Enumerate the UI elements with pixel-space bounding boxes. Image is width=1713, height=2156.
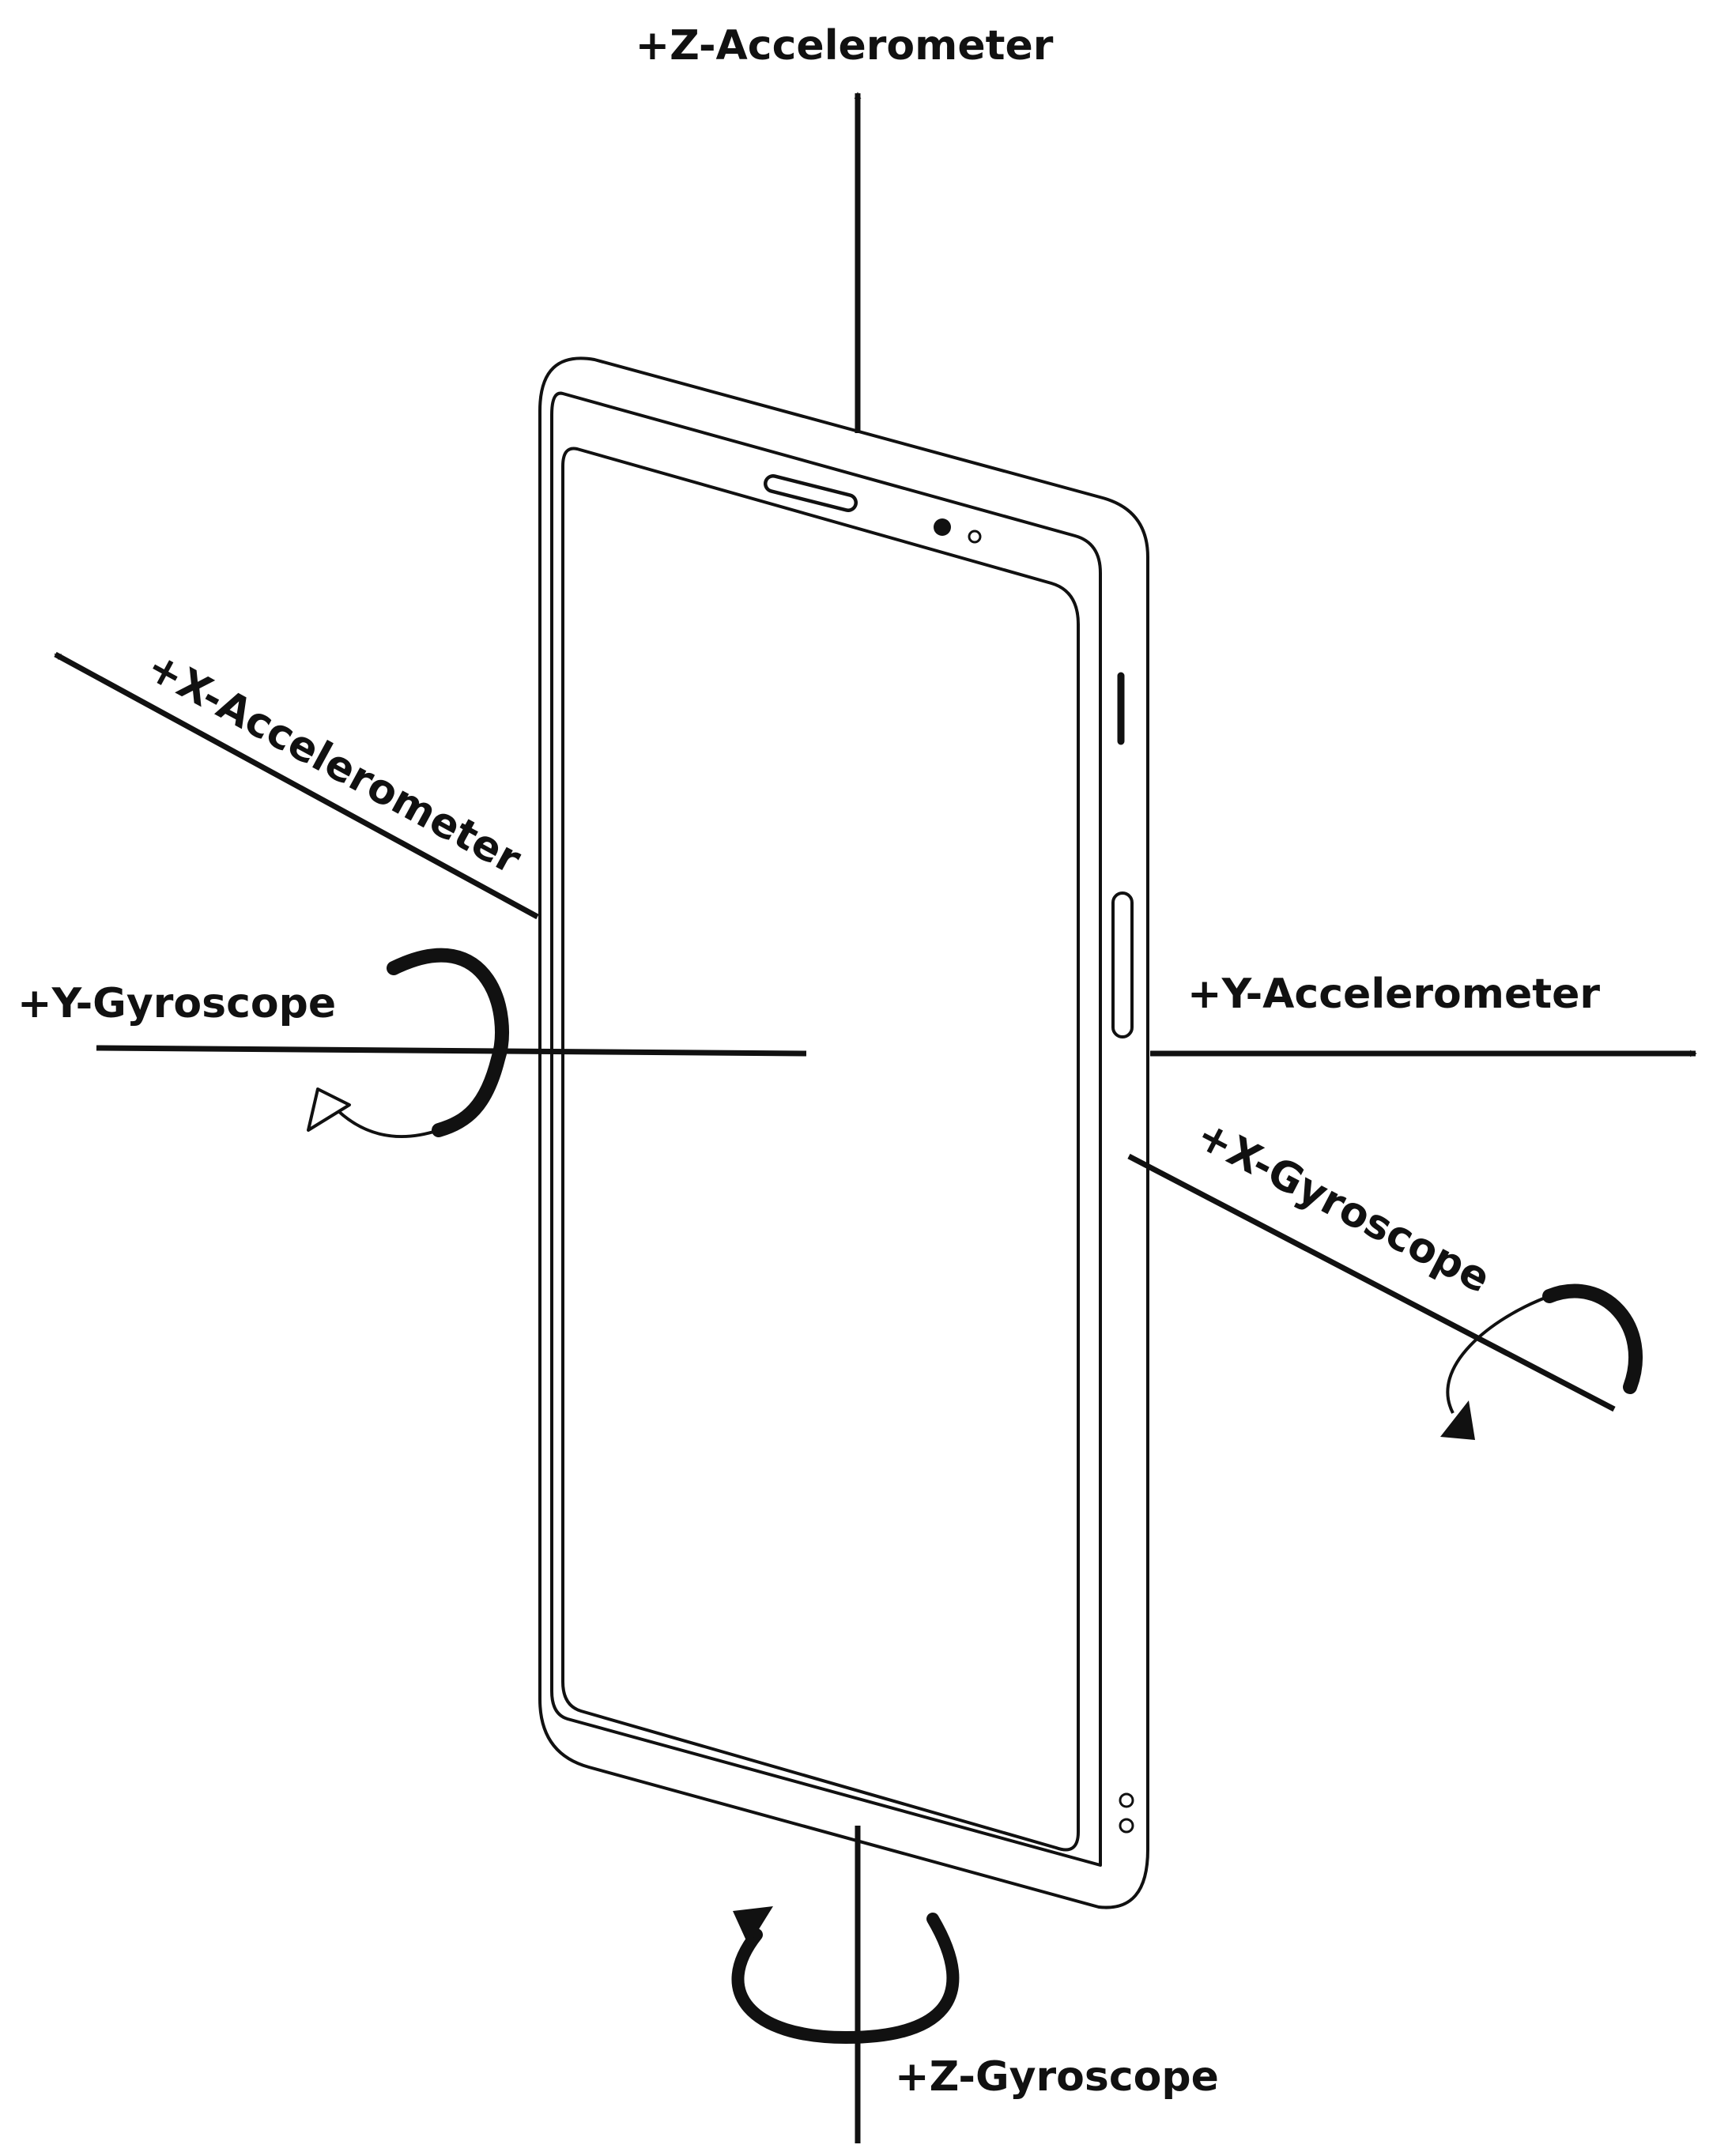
phone-body-outline — [538, 356, 1149, 1909]
bottom-port-lower — [1119, 1818, 1134, 1834]
z-gyro-arrowhead — [733, 1906, 773, 1946]
bottom-port-upper — [1119, 1792, 1134, 1808]
x-gyro-axis-line — [1127, 1153, 1616, 1412]
z-gyroscope-axis — [731, 1826, 960, 2143]
x-accelerometer-axis — [54, 651, 539, 920]
phone-screen — [561, 447, 1080, 1852]
z-accelerometer-label: +Z-Accelerometer — [636, 22, 1054, 70]
volume-button — [1111, 891, 1134, 1038]
z-gyro-rotation-arrow — [731, 1913, 960, 2045]
x-gyro-rotation-thin — [1446, 1295, 1550, 1414]
y-accelerometer-label: +Y-Accelerometer — [1187, 971, 1600, 1018]
smartphone — [538, 356, 1149, 1909]
x-gyro-arrowhead — [1440, 1400, 1475, 1440]
front-camera — [934, 518, 951, 536]
speaker-grille — [764, 474, 858, 512]
x-gyroscope-axis — [1127, 1153, 1643, 1440]
y-axis-left-line — [96, 1045, 807, 1057]
y-gyroscope-label: +Y-Gyroscope — [17, 980, 336, 1027]
x-gyro-rotation-band — [1542, 1283, 1643, 1394]
y-gyro-rotation-band — [387, 948, 509, 1137]
z-gyroscope-label: +Z-Gyroscope — [895, 2053, 1219, 2101]
phone-inner-frame — [550, 391, 1102, 1867]
x-accel-arrow — [54, 651, 539, 920]
x-accelerometer-label: +X-Accelerometer — [139, 643, 529, 884]
y-gyroscope-axis — [96, 948, 807, 1139]
x-gyroscope-label: +X-Gyroscope — [1189, 1111, 1497, 1302]
light-sensor — [968, 530, 982, 544]
y-gyro-rotation-thin — [330, 1103, 440, 1139]
y-gyro-arrowhead — [307, 1087, 351, 1132]
